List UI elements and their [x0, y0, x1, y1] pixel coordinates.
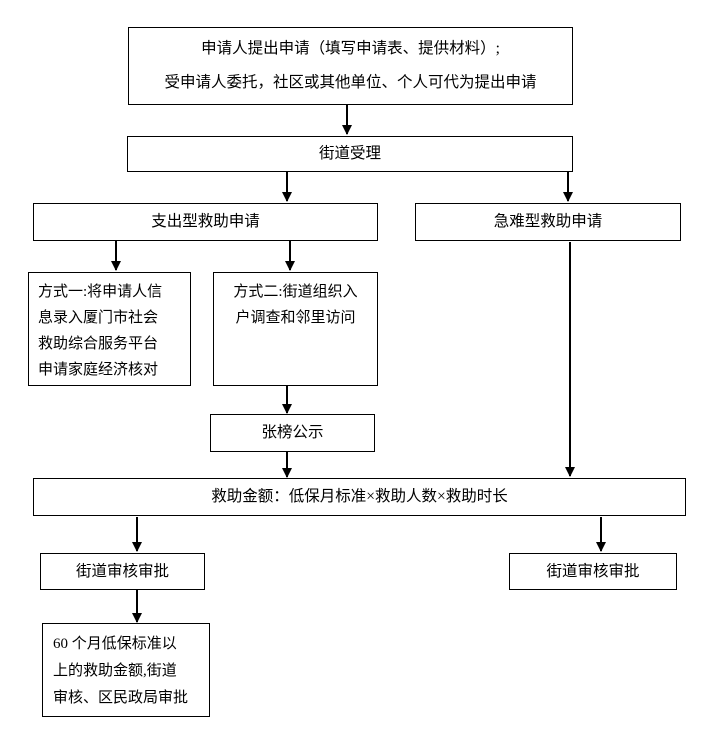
box-applicant-submits-line2: 受申请人委托，社区或其他单位、个人可代为提出申请 — [164, 74, 537, 91]
box-applicant-submits: 申请人提出申请（填写申请表、提供材料）; 受申请人委托，社区或其他单位、个人可代… — [128, 27, 573, 105]
box-district-approval-line3: 审核、区民政局审批 — [53, 690, 189, 706]
box-assistance-amount-formula: 救助金额：低保月标准×救助人数×救助时长 — [33, 478, 686, 516]
arrow-emergency-to-amount — [569, 242, 571, 476]
box-applicant-submits-line1: 申请人提出申请（填写申请表、提供材料）; — [201, 40, 500, 57]
arrow-expenditure-to-method1 — [115, 241, 117, 270]
box-district-civil-affairs-approval: 60 个月低保标准以 上的救助金额,街道 审核、区民政局审批 — [42, 623, 210, 717]
arrow-publicity-to-amount — [286, 452, 288, 477]
arrow-apply-to-accept — [346, 105, 348, 134]
box-method-one-line4: 申请家庭经济核对 — [38, 362, 159, 378]
box-method-one-line1: 方式一:将申请人信 — [38, 284, 163, 300]
box-emergency-type-label: 急难型救助申请 — [493, 213, 603, 231]
box-emergency-type-application: 急难型救助申请 — [415, 203, 681, 241]
box-public-announcement-label: 张榜公示 — [261, 424, 324, 442]
arrow-amount-to-review-left — [136, 517, 138, 551]
box-street-review-right: 街道审核审批 — [509, 553, 677, 590]
arrow-method2-to-publicity — [286, 386, 288, 413]
box-expenditure-type-application: 支出型救助申请 — [33, 203, 378, 241]
box-street-review-left-label: 街道审核审批 — [75, 562, 169, 580]
arrow-expenditure-to-method2 — [289, 241, 291, 270]
arrow-review-to-final — [136, 590, 138, 622]
box-method-one-line3: 救助综合服务平台 — [38, 336, 159, 352]
box-method-two-line2: 户调查和邻里访问 — [235, 310, 356, 326]
arrow-accept-to-expenditure — [286, 172, 288, 201]
box-public-announcement: 张榜公示 — [210, 414, 375, 452]
box-district-approval-line2: 上的救助金额,街道 — [53, 663, 177, 679]
box-street-acceptance-label: 街道受理 — [318, 145, 381, 163]
box-method-two-line1: 方式二:街道组织入 — [233, 284, 358, 300]
box-street-review-left: 街道审核审批 — [40, 553, 205, 590]
box-district-approval-line1: 60 个月低保标准以 — [53, 636, 177, 652]
box-method-one: 方式一:将申请人信 息录入厦门市社会 救助综合服务平台 申请家庭经济核对 — [28, 272, 191, 386]
box-expenditure-type-label: 支出型救助申请 — [151, 213, 260, 231]
box-method-two: 方式二:街道组织入 户调查和邻里访问 — [213, 272, 378, 386]
box-assistance-amount-label: 救助金额：低保月标准×救助人数×救助时长 — [211, 488, 508, 506]
arrow-accept-to-emergency — [567, 172, 569, 201]
box-method-one-line2: 息录入厦门市社会 — [38, 310, 159, 326]
box-street-review-right-label: 街道审核审批 — [546, 562, 640, 580]
arrow-amount-to-review-right — [600, 517, 602, 551]
box-street-acceptance: 街道受理 — [127, 136, 573, 172]
